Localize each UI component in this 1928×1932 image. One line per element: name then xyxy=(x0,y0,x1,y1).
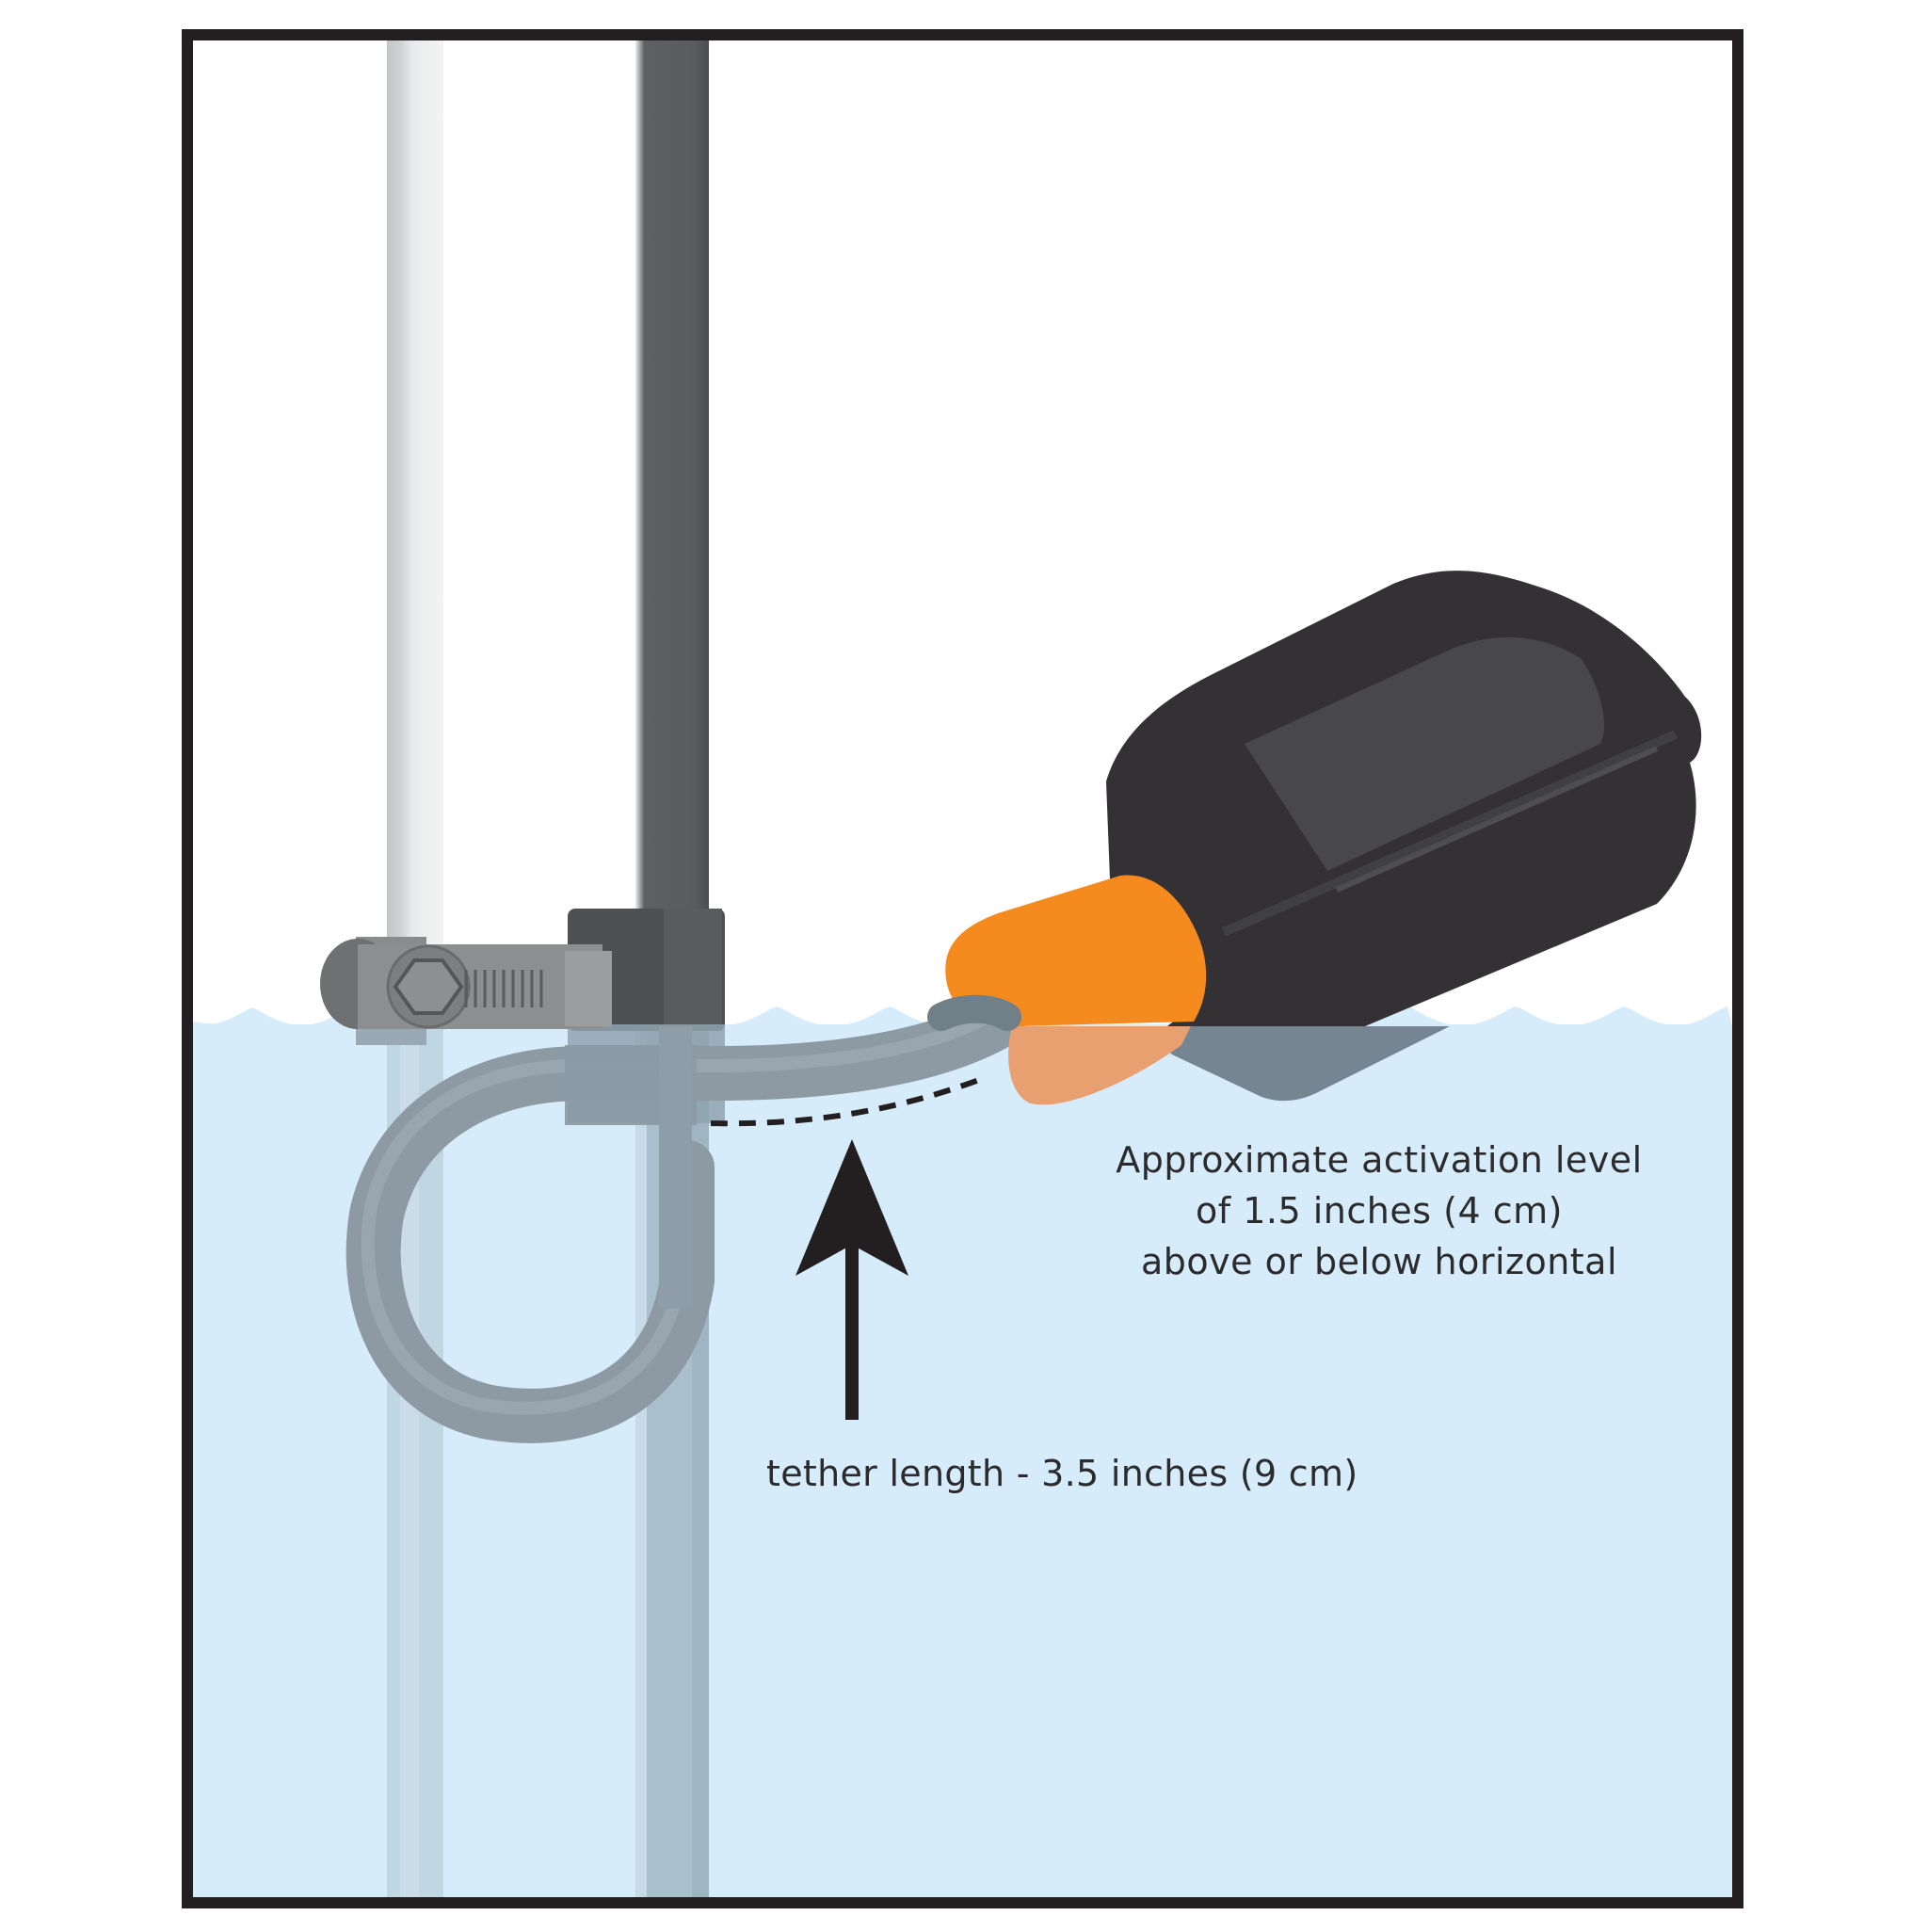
tether-length-label: tether length - 3.5 inches (9 cm) xyxy=(766,1453,1358,1494)
dashed-activation-line xyxy=(710,1075,986,1127)
up-arrow-icon xyxy=(795,1139,908,1420)
hose-clamp xyxy=(320,937,612,1045)
dark-discharge-pipe xyxy=(635,40,709,1024)
activation-level-line-3: above or below horizontal xyxy=(1140,1241,1618,1282)
float-cable xyxy=(345,994,1025,1443)
activation-level-label: Approximate activation level of 1.5 inch… xyxy=(1092,1135,1666,1287)
black-float xyxy=(1106,571,1702,1026)
strain-relief-submerged xyxy=(1008,1026,1191,1105)
activation-level-line-2: of 1.5 inches (4 cm) xyxy=(1196,1190,1563,1232)
activation-level-line-1: Approximate activation level xyxy=(1116,1139,1643,1181)
diagram-frame xyxy=(182,29,1743,1908)
light-pipe xyxy=(387,40,443,1024)
orange-strain-relief xyxy=(945,875,1207,1026)
scene xyxy=(193,40,1732,1897)
water xyxy=(193,1015,1732,1897)
float-submerged xyxy=(1144,1026,1450,1102)
